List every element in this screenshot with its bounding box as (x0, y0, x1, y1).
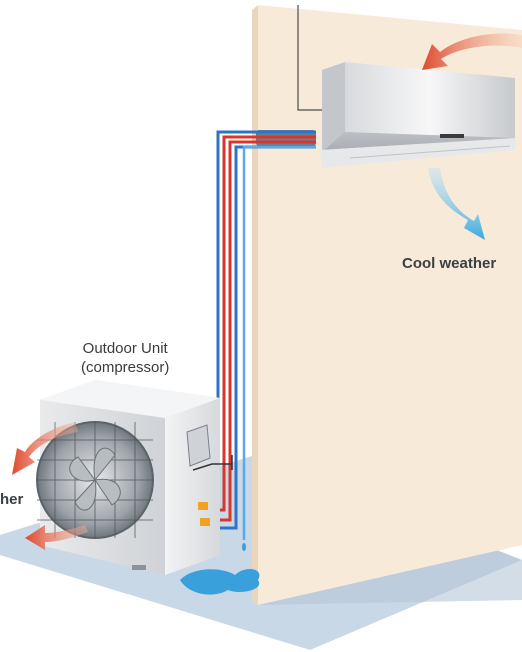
hot-air-exhaust-arrow-lower (25, 525, 88, 550)
outdoor-unit-subtitle: (compressor) (81, 359, 170, 376)
cool-air-arrow (428, 168, 485, 240)
cool-weather-label: Cool weather (402, 255, 497, 272)
water-drop (242, 543, 246, 551)
outdoor-output-label: her (0, 491, 24, 508)
hot-air-exhaust-arrow-upper (12, 422, 78, 475)
outdoor-unit-label: Outdoor Unit (compressor) (81, 339, 169, 377)
outdoor-unit-title: Outdoor Unit (82, 340, 168, 357)
water-puddle (180, 568, 260, 595)
wall-edge (252, 5, 258, 605)
power-cable (297, 5, 322, 111)
warm-air-intake-arrow (422, 33, 522, 70)
indoor-unit (320, 62, 515, 168)
outdoor-unit (36, 380, 232, 575)
